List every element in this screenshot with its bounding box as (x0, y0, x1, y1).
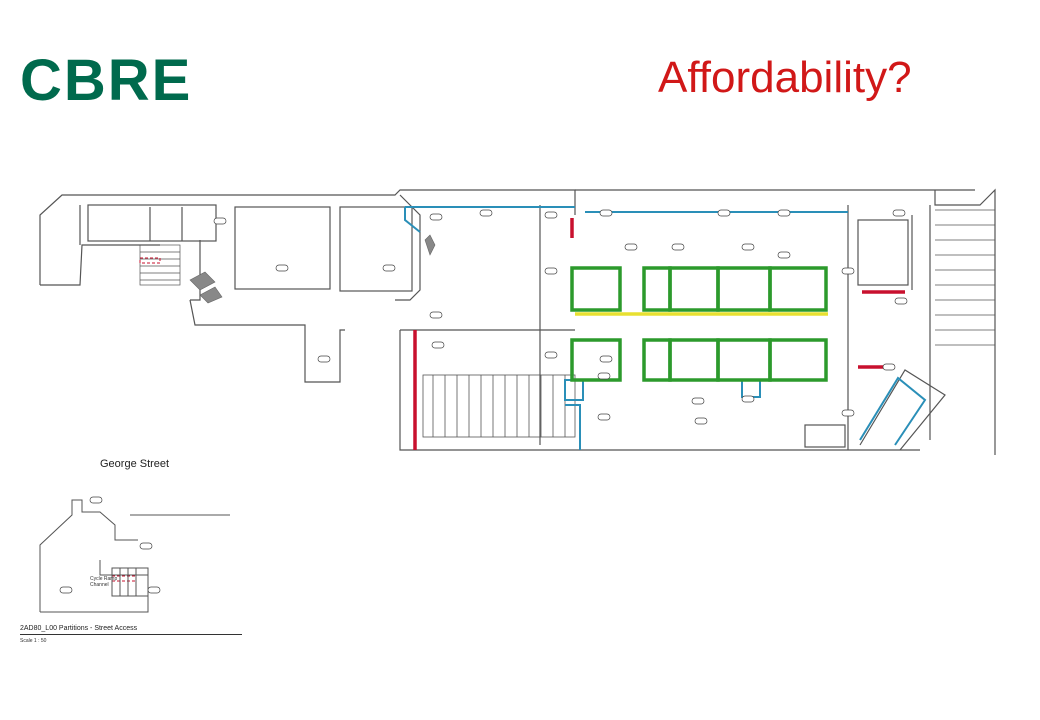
sheet-scale: Scale 1 : 50 (20, 638, 47, 644)
annotation-tags (59, 209, 908, 594)
cbre-logo: CBRE (20, 48, 193, 113)
sheet-title: 2AD80_L00 Partitions - Street Access (20, 625, 138, 632)
red-dashed-markers (111, 257, 161, 582)
inset-plan (39, 499, 230, 613)
page-title: Affordability? (658, 53, 912, 102)
red-partitions (413, 218, 905, 450)
section-markers (189, 234, 436, 304)
cycle-channel-label: Cycle Ramp Channel (90, 576, 118, 588)
green-partitions (570, 266, 828, 382)
sheet-title-rule (20, 634, 242, 635)
blue-partitions (404, 206, 927, 450)
street-label: George Street (100, 458, 170, 470)
